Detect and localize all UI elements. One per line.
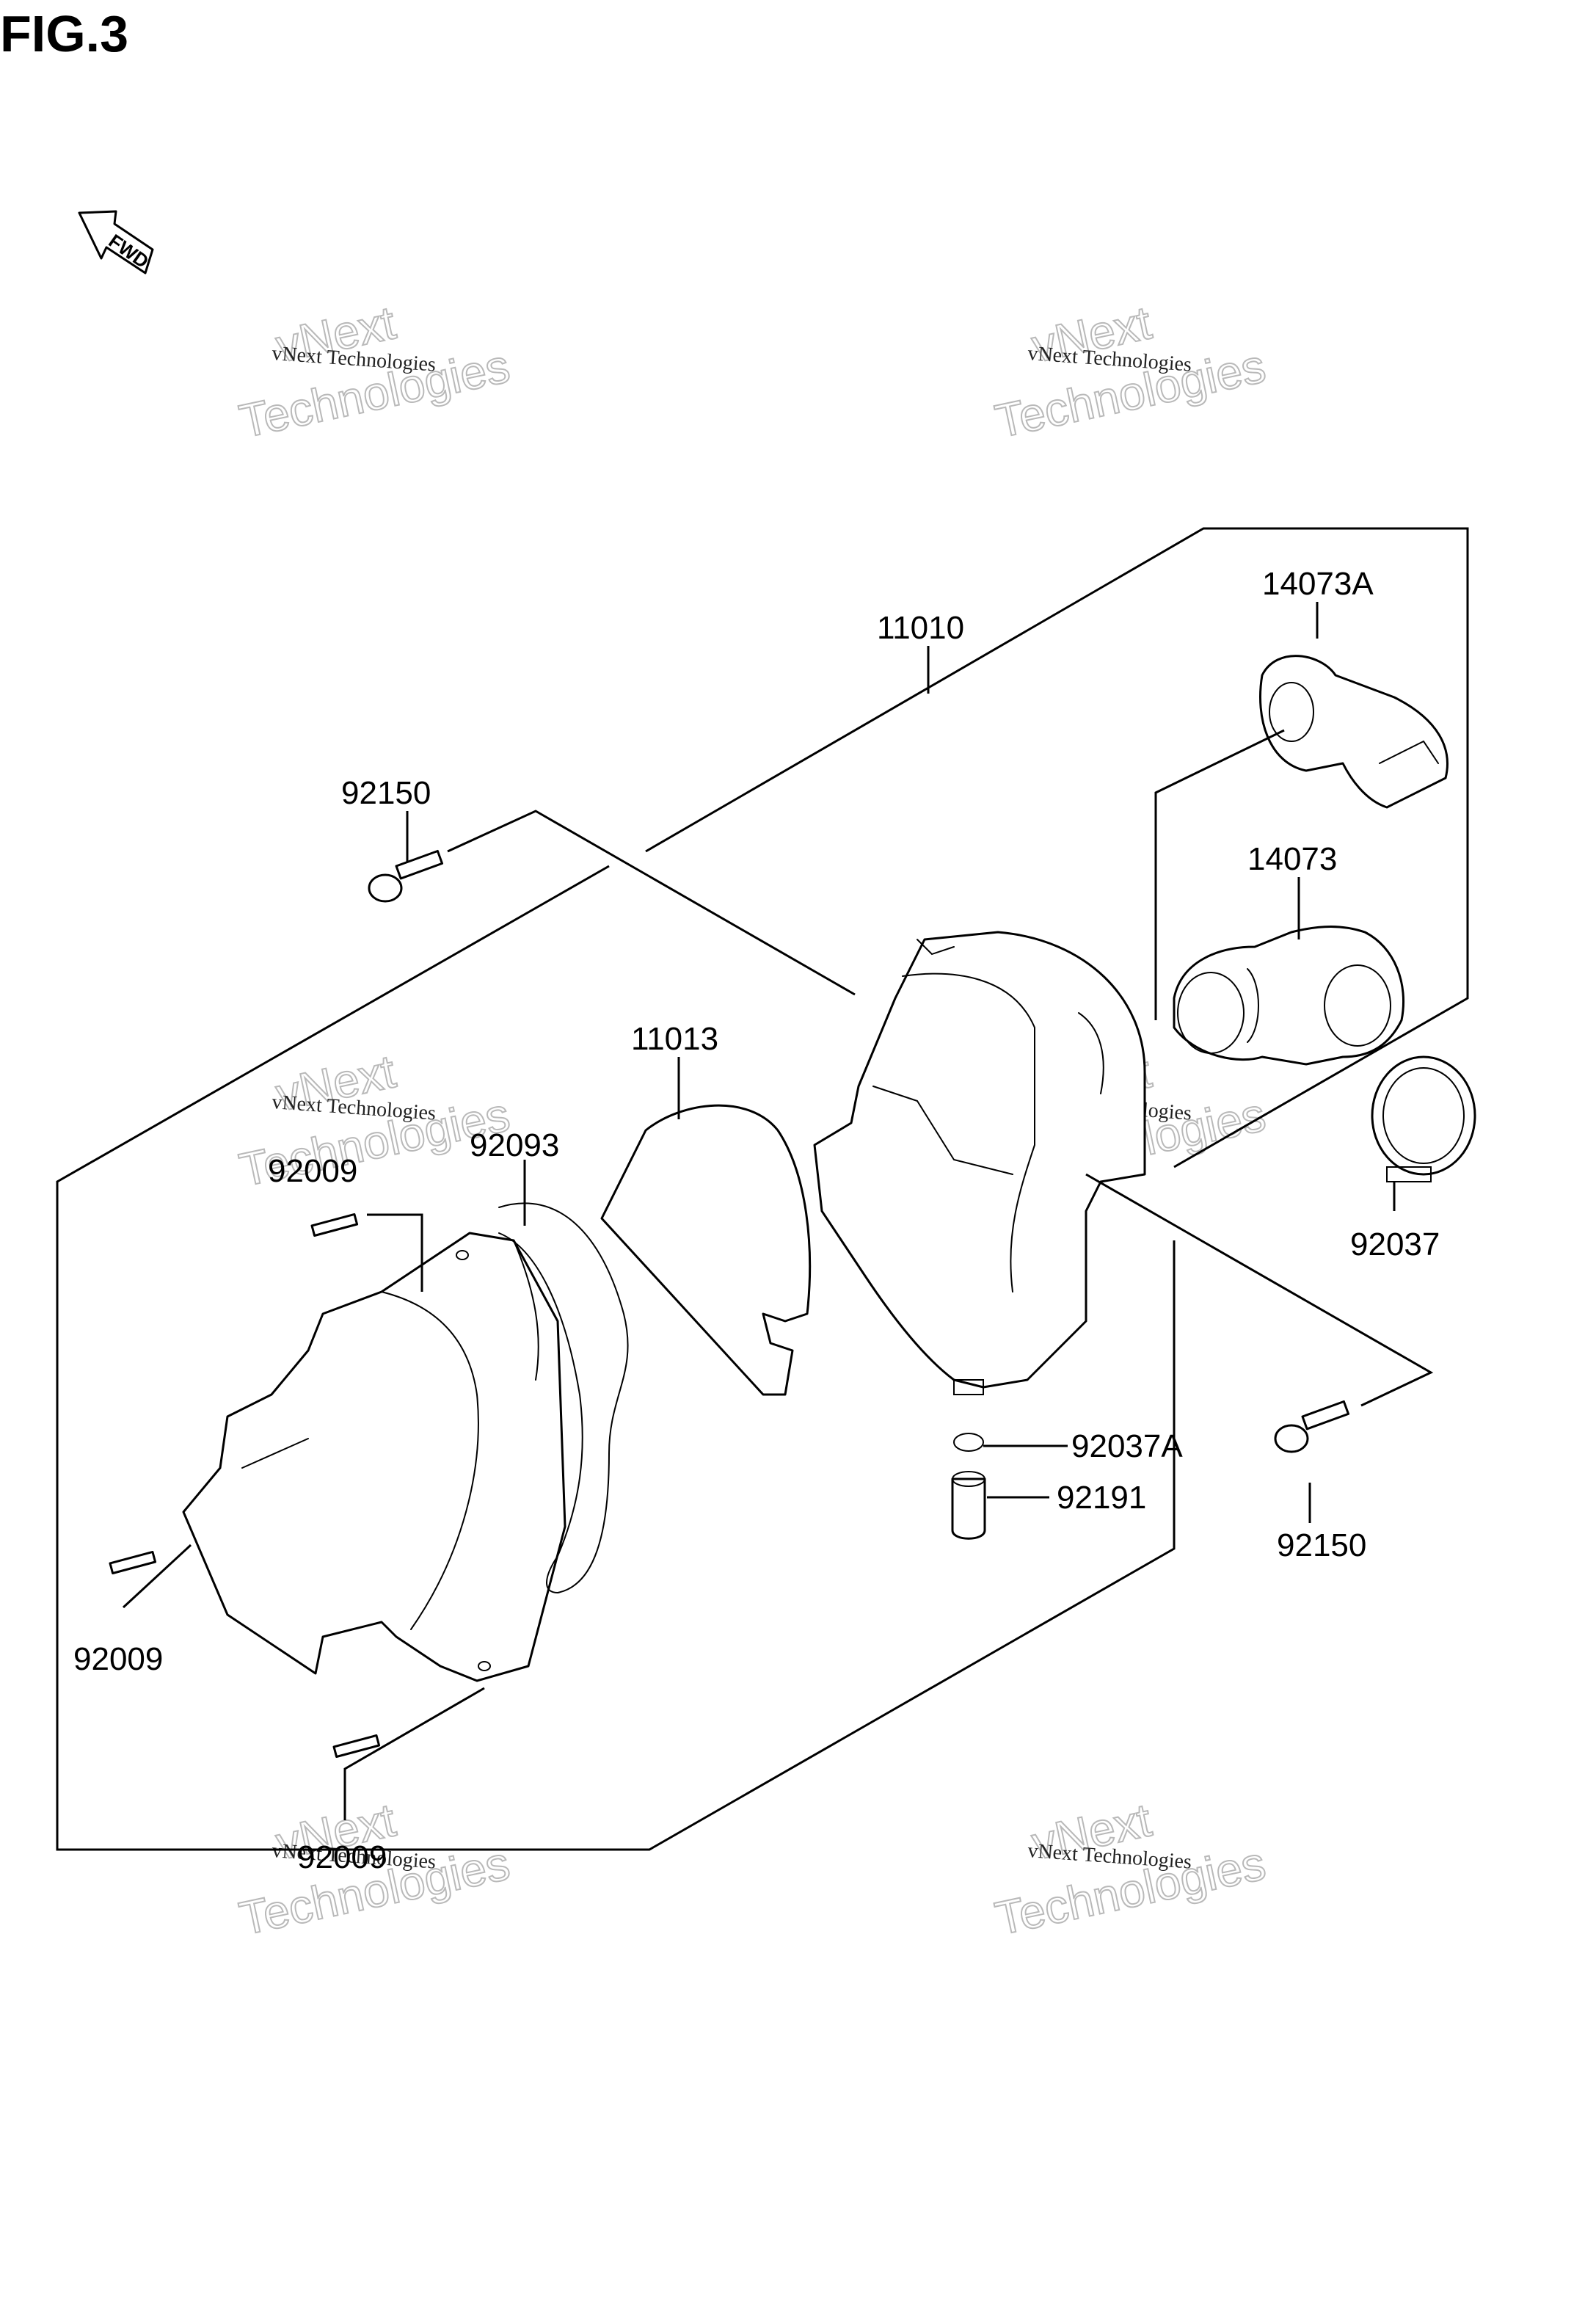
screw-92009-b xyxy=(109,1550,157,1575)
air-cleaner-housing xyxy=(813,931,1146,1395)
callout-92150-top: 92150 xyxy=(341,775,431,811)
bolt-92150-top xyxy=(368,849,444,903)
callout-11013: 11013 xyxy=(631,1021,718,1057)
screw-92009-a xyxy=(310,1213,359,1237)
callout-92191: 92191 xyxy=(1057,1480,1146,1516)
bolt-92150-bottom xyxy=(1274,1400,1350,1453)
drain-plug-92191 xyxy=(951,1471,986,1540)
gasket xyxy=(498,1202,629,1594)
filter-element xyxy=(600,1104,812,1396)
callout-92009-b: 92009 xyxy=(73,1641,163,1677)
intake-duct xyxy=(1173,926,1405,1066)
callout-92037: 92037 xyxy=(1350,1226,1440,1262)
callout-14073a: 14073A xyxy=(1262,566,1374,602)
callout-92093: 92093 xyxy=(470,1127,559,1163)
screw-92009-c xyxy=(332,1734,381,1759)
callout-92037a: 92037A xyxy=(1071,1428,1183,1464)
callout-11010: 11010 xyxy=(877,610,964,646)
elbow-duct-upper xyxy=(1259,655,1449,809)
fwd-arrow-icon: FWD xyxy=(78,210,154,275)
clip-92037a xyxy=(953,1433,984,1452)
callout-92150-bottom: 92150 xyxy=(1277,1527,1366,1563)
callout-92009-c: 92009 xyxy=(297,1839,387,1875)
callout-92009-a: 92009 xyxy=(268,1153,357,1189)
figure-title: FIG.3 xyxy=(0,5,128,62)
callout-14073: 14073 xyxy=(1247,841,1337,877)
hose-clamp xyxy=(1371,1055,1476,1182)
air-filter-cover xyxy=(182,1232,566,1682)
assembly-boundary xyxy=(56,527,1469,1851)
leader-lines xyxy=(122,602,1434,1820)
